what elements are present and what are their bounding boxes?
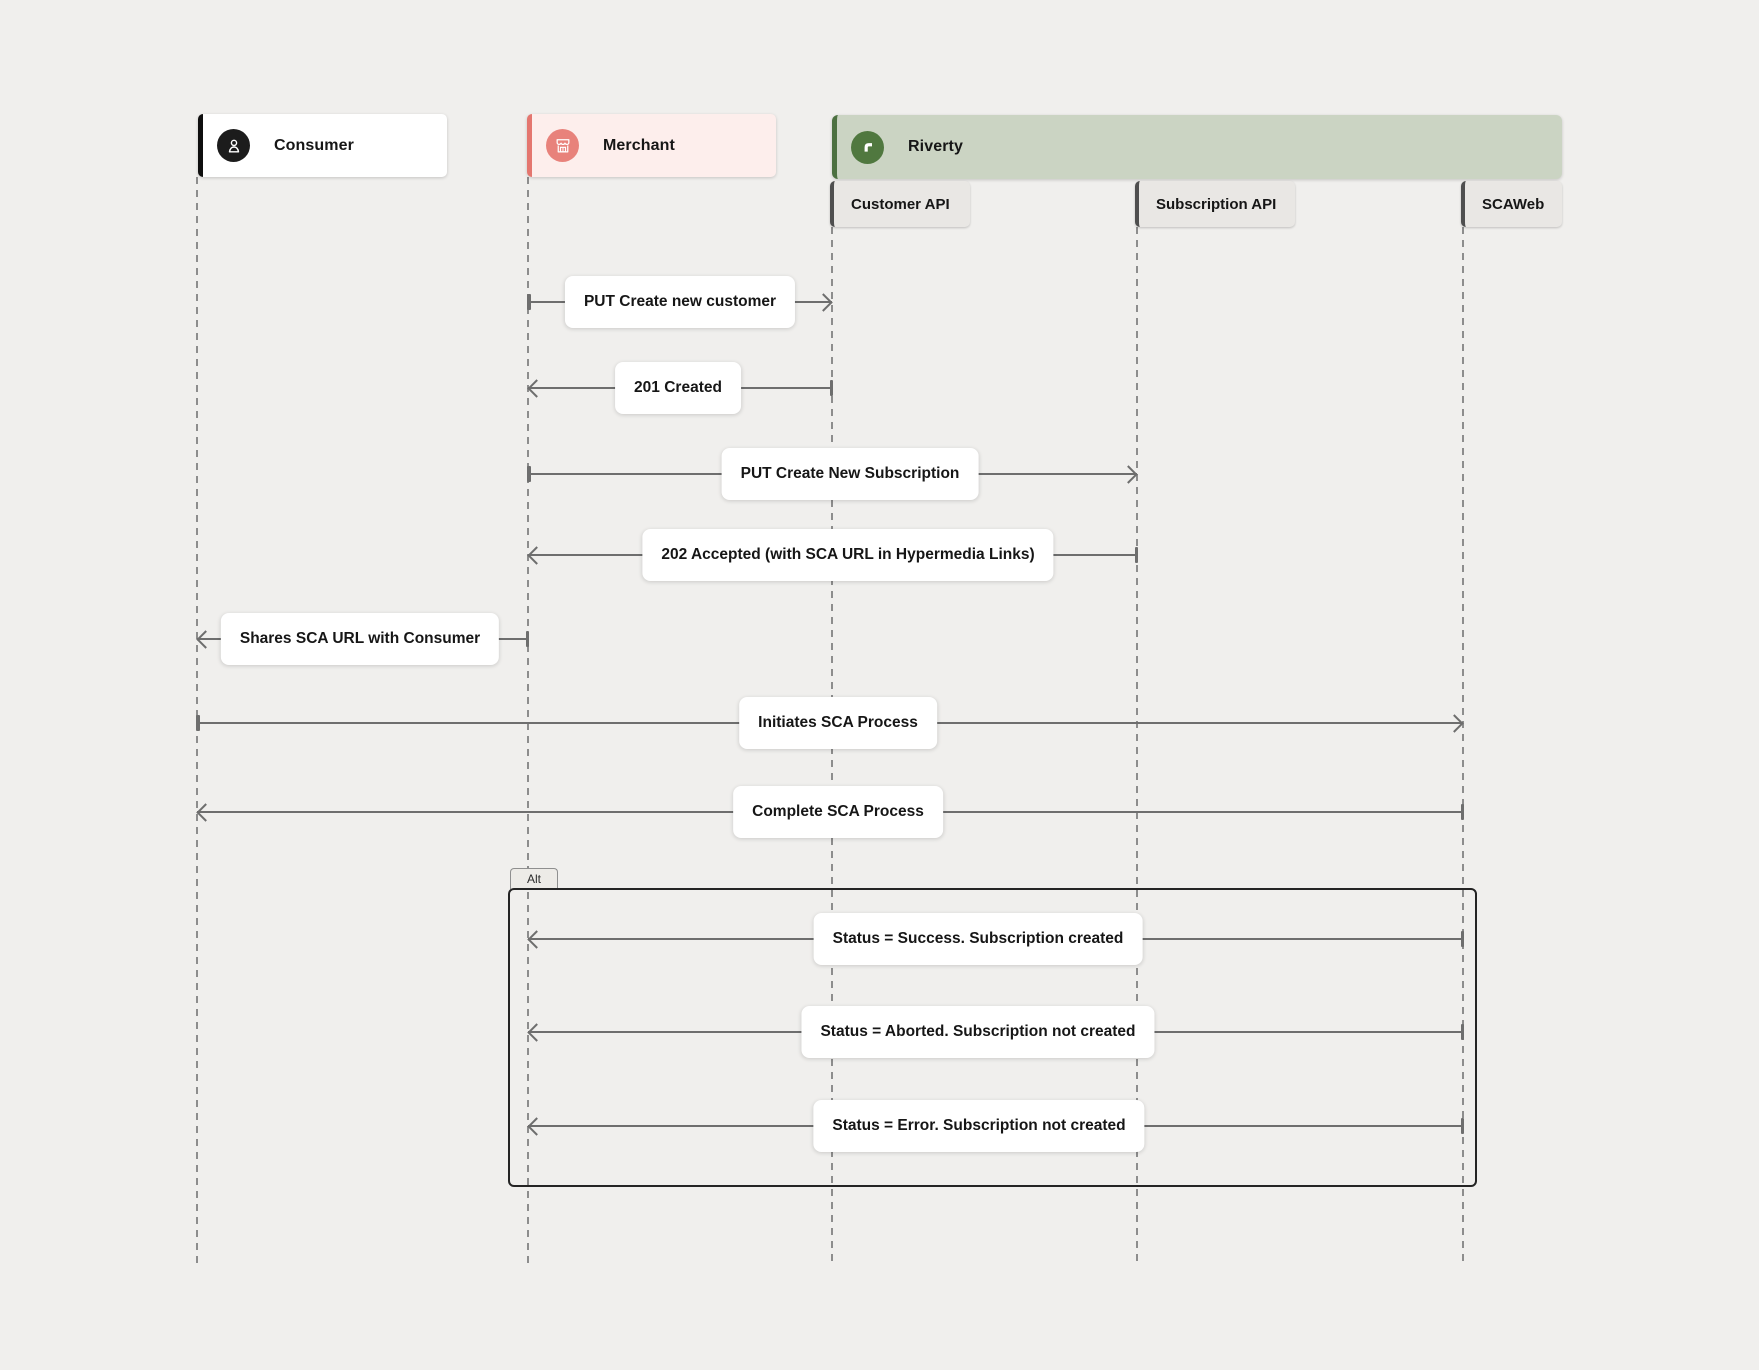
arrowhead-left-icon xyxy=(527,545,546,565)
riverty-logo xyxy=(851,130,884,164)
message-label: Shares SCA URL with Consumer xyxy=(220,613,500,665)
arrowhead-left-icon xyxy=(527,378,546,398)
arrowhead-right-icon xyxy=(814,292,833,312)
alt-operator-tag: Alt xyxy=(510,868,558,889)
participant-label: Merchant xyxy=(603,136,675,154)
message-label: Status = Aborted. Subscription not creat… xyxy=(801,1006,1155,1058)
sub-participant-label: SCAWeb xyxy=(1482,195,1545,213)
message-label: PUT Create new customer xyxy=(564,276,796,328)
sub-participant-subscription-api: Subscription API xyxy=(1135,181,1295,227)
message-start-tick xyxy=(829,380,833,396)
message-start-tick xyxy=(1134,547,1138,563)
message-start-tick xyxy=(1460,1024,1464,1040)
message-start-tick xyxy=(196,715,200,731)
arrowhead-right-icon xyxy=(1119,464,1138,484)
lifeline-subscription-api xyxy=(1136,227,1138,1264)
arrowhead-left-icon xyxy=(196,629,215,649)
message-label: Initiates SCA Process xyxy=(739,697,937,749)
sub-participant-label: Subscription API xyxy=(1156,195,1277,213)
message-start-tick xyxy=(527,294,531,310)
message-start-tick xyxy=(1460,804,1464,820)
arrowhead-left-icon xyxy=(196,802,215,822)
alt-frame xyxy=(508,888,1477,1187)
participant-riverty: Riverty xyxy=(832,115,1562,179)
message-start-tick xyxy=(1460,931,1464,947)
sub-participant-customer-api: Customer API xyxy=(830,181,970,227)
storefront-icon xyxy=(546,129,579,162)
arrowhead-right-icon xyxy=(1445,713,1464,733)
participant-merchant: Merchant xyxy=(527,114,776,177)
message-start-tick xyxy=(1460,1118,1464,1134)
person-icon xyxy=(217,129,250,162)
message-label: 201 Created xyxy=(615,362,741,414)
message-label: Status = Error. Subscription not created xyxy=(813,1100,1145,1152)
alt-operator-label: Alt xyxy=(526,872,541,886)
message-label: Status = Success. Subscription created xyxy=(813,913,1143,965)
lifeline-merchant xyxy=(527,177,529,1264)
sub-participant-label: Customer API xyxy=(851,195,950,213)
message-start-tick xyxy=(527,466,531,482)
lifeline-scaweb xyxy=(1462,227,1464,1264)
message-label: 202 Accepted (with SCA URL in Hypermedia… xyxy=(642,529,1054,581)
message-label: PUT Create New Subscription xyxy=(721,448,979,500)
message-start-tick xyxy=(525,631,529,647)
participant-consumer: Consumer xyxy=(198,114,447,177)
message-label: Complete SCA Process xyxy=(733,786,943,838)
participant-label: Riverty xyxy=(908,138,963,155)
sub-participant-scaweb: SCAWeb xyxy=(1461,181,1562,227)
participant-label: Consumer xyxy=(274,136,354,154)
